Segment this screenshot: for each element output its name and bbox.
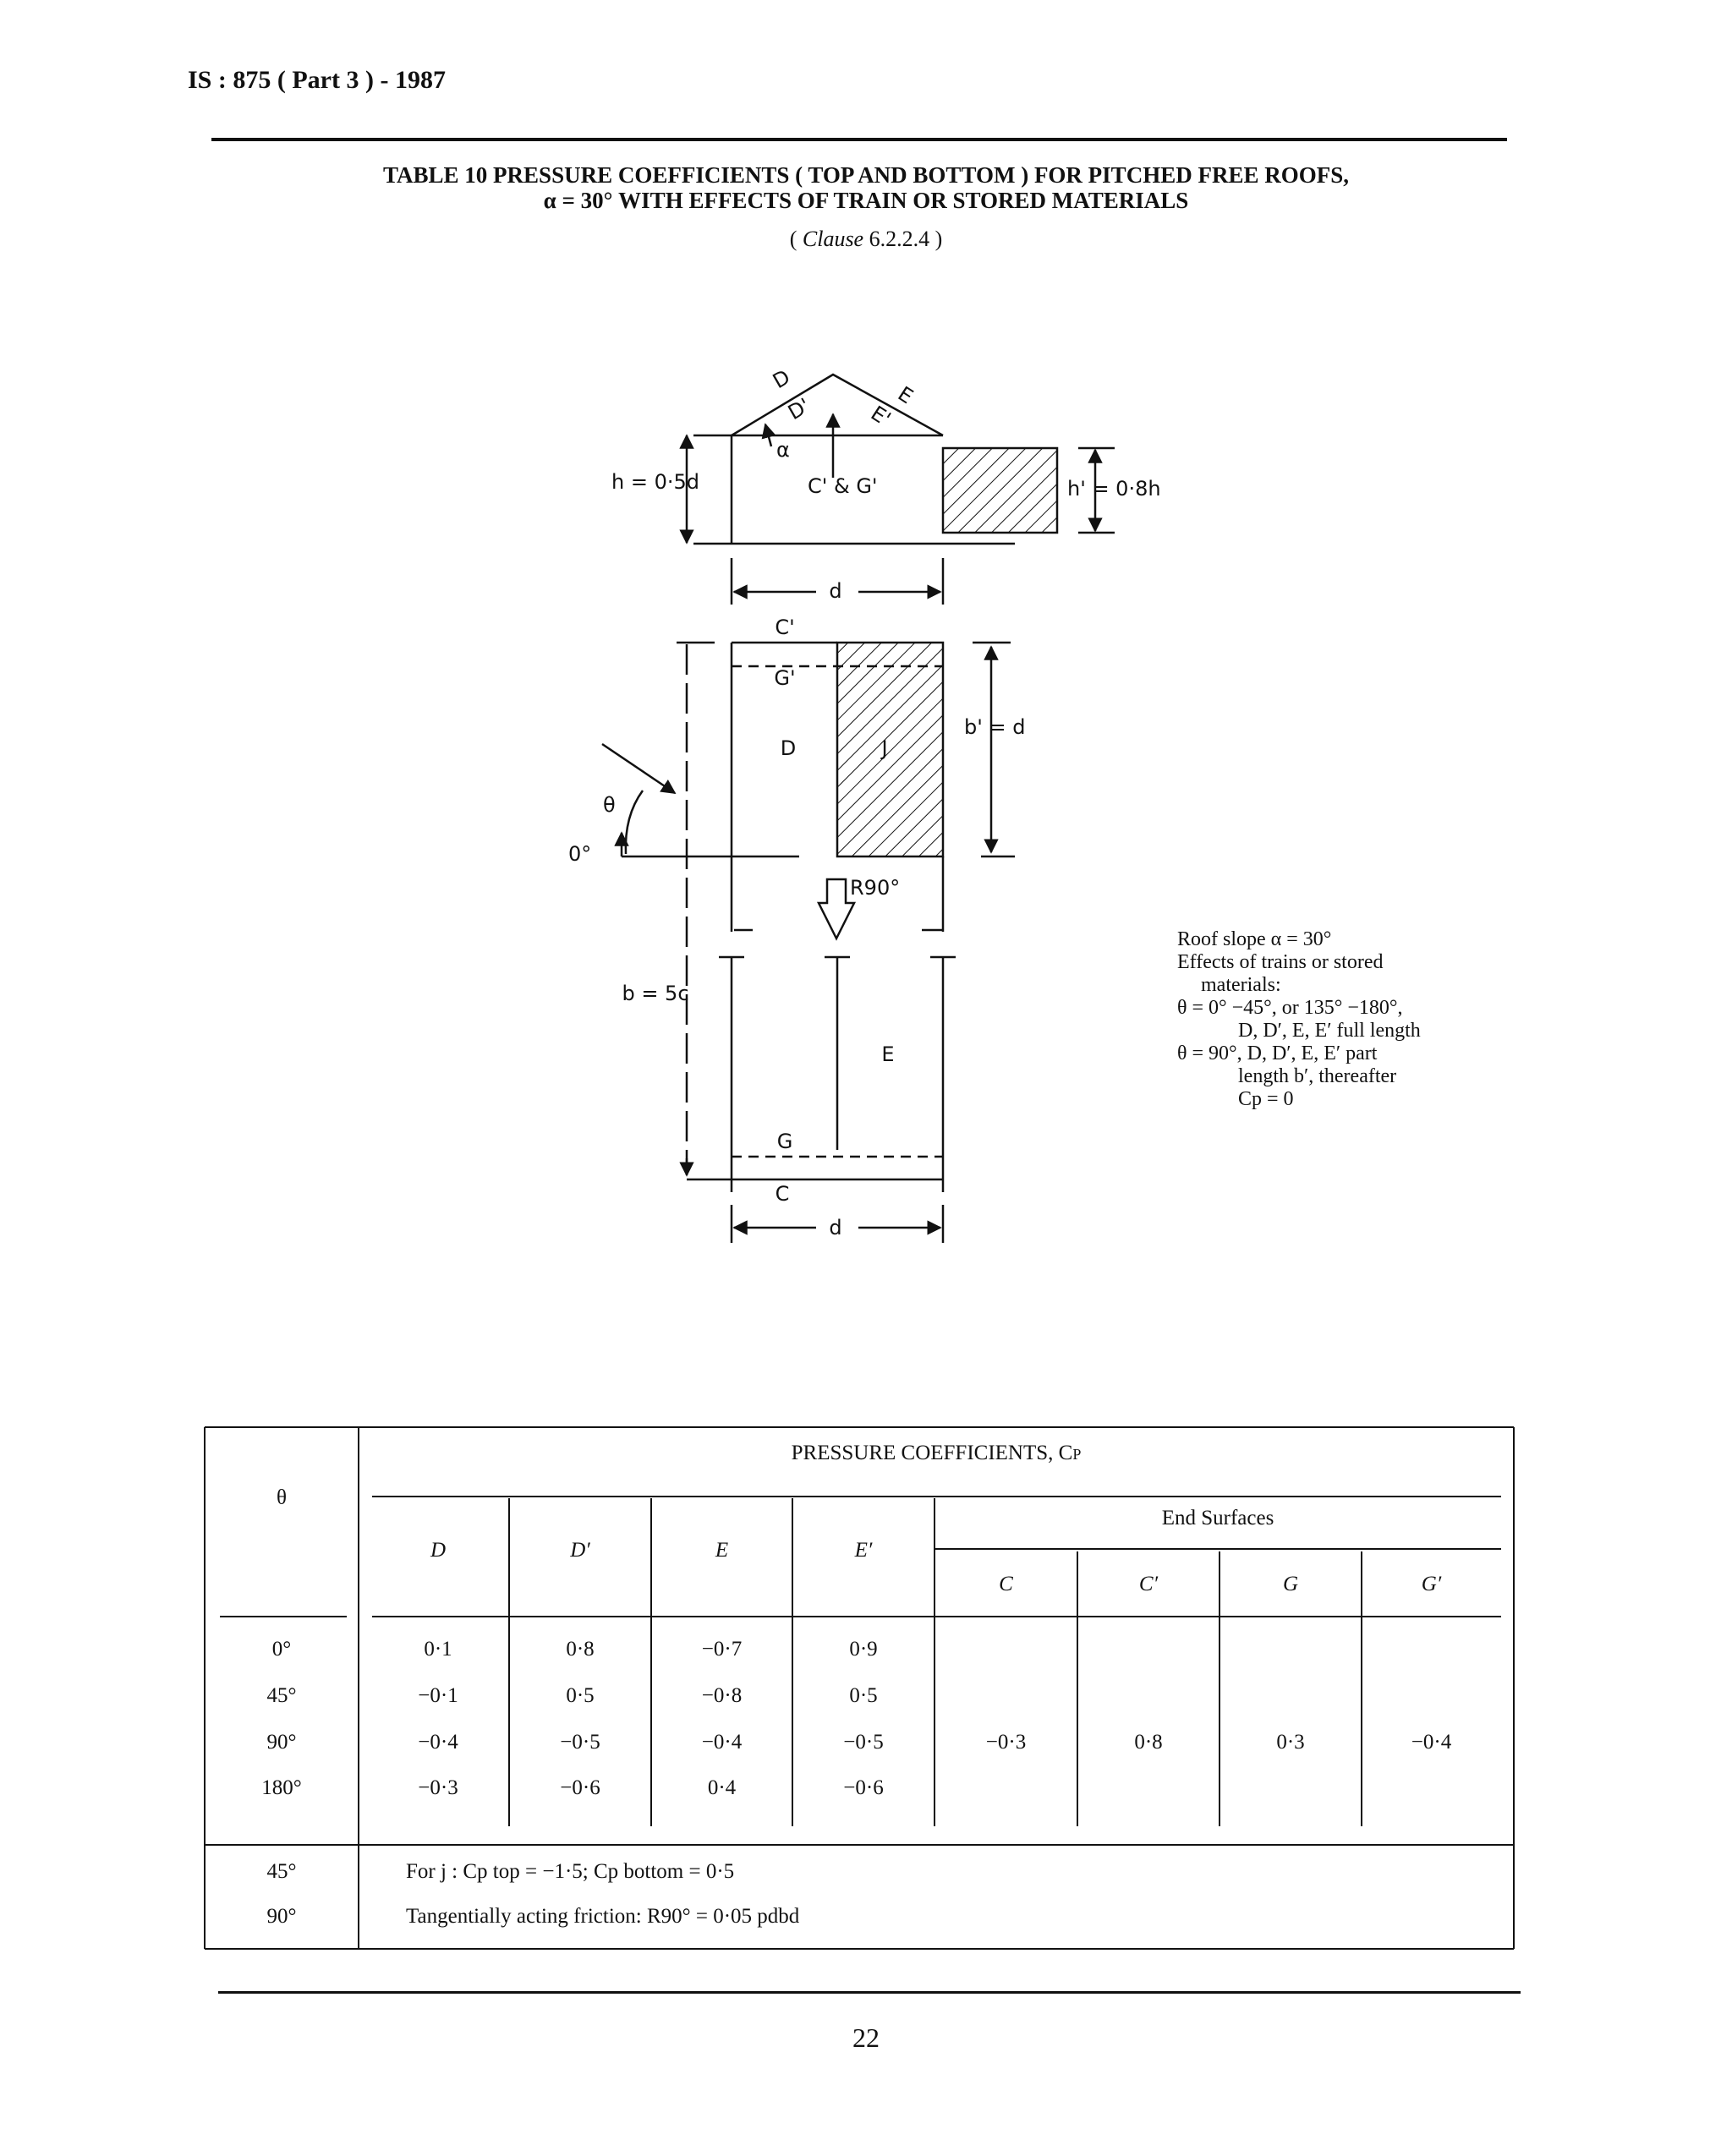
cell-value: 0·5 [849,1684,878,1707]
label-r90: R90° [850,876,900,900]
label-zero: 0° [568,842,591,866]
train-elevation [941,446,1059,534]
header-rule [211,138,1507,141]
label-E: E [894,382,918,409]
note-line: Effects of trains or stored [1177,951,1384,973]
cell-value: −0·7 [701,1638,743,1661]
row-theta: 0° [271,1638,292,1661]
label-d-top: d [829,579,841,603]
cell-value: 0·3 [1276,1731,1305,1754]
label-D: D [769,365,794,393]
label-c-prime: C' [775,616,794,639]
cell-value: −0·4 [701,1731,743,1754]
note-line: Roof slope α = 30° [1177,928,1332,950]
label-h-prime: h' = 0·8h [1067,477,1161,501]
label-b: b = 5c [622,982,688,1005]
train-plan [836,641,945,858]
group-header: PRESSURE COEFFICIENTS, Cp [791,1442,1082,1464]
page-number: 22 [852,2022,880,2053]
col-header-C-prime: C′ [1138,1573,1159,1595]
footer-note: Tangentially acting friction: R90° = 0·0… [406,1905,800,1928]
cell-value: −0·6 [843,1776,884,1799]
table-title-line1: TABLE 10 PRESSURE COEFFICIENTS ( TOP AND… [383,162,1349,188]
figure-notes: Roof slope α = 30° Effects of trains or … [1177,928,1511,1111]
col-header-C: C [999,1573,1013,1595]
cell-value: 0·4 [707,1776,737,1799]
note-line: Cp = 0 [1238,1088,1294,1110]
r90-arrow [816,878,857,941]
pressure-coefficients-table: θ PRESSURE COEFFICIENTS, Cp End Surfaces… [203,1420,1516,1962]
cell-value: 0·8 [1134,1731,1163,1754]
row-theta: 45° [266,1684,297,1707]
label-region-E: E [881,1042,894,1066]
cell-value: 0·1 [424,1638,452,1661]
col-header-D: D [430,1539,447,1562]
cell-value: 0·5 [566,1684,595,1707]
cell-value: 0·9 [849,1638,878,1661]
label-J: J [880,736,887,760]
note-line: θ = 90°, D, D′, E, E′ part [1177,1042,1378,1064]
label-region-D: D [781,736,796,760]
cell-value: 0·8 [566,1638,595,1661]
note-line: length b′, thereafter [1238,1065,1397,1087]
label-h: h = 0·5d [611,470,699,494]
footer-note: For j : Cp top = −1·5; Cp bottom = 0·5 [406,1860,735,1883]
cell-value: −0·3 [418,1776,458,1799]
table-rules [204,1426,1515,1950]
note-line: materials: [1201,974,1281,996]
end-surfaces-header: End Surfaces [1161,1507,1274,1529]
footer-rule [218,1991,1521,1994]
label-D-prime: D' [784,393,814,424]
cell-value: −0·5 [843,1731,884,1754]
footer-theta: 45° [266,1860,297,1883]
roof-diagram: D D' E E' α C' & G' h = 0·5d h' = 0·8h d… [568,365,1161,1243]
clause-number: 6.2.2.4 [869,227,930,251]
label-b-prime: b' = d [964,715,1025,739]
label-theta: θ [603,793,616,817]
cell-value: −0·1 [418,1684,458,1707]
footer-theta: 90° [266,1905,297,1928]
label-G: G [777,1130,793,1153]
col-header-G-prime: G′ [1421,1573,1442,1595]
note-line: D, D′, E, E′ full length [1238,1020,1421,1042]
row-theta: 90° [266,1731,297,1754]
table-title-line2: α = 30° WITH EFFECTS OF TRAIN OR STORED … [543,188,1189,213]
cell-value: −0·6 [560,1776,600,1799]
col-header-D-prime: D′ [570,1539,590,1562]
cell-value: −0·4 [418,1731,458,1754]
col-header-E-prime: E′ [854,1539,873,1562]
row-theta: 180° [261,1776,302,1799]
label-g-prime: G' [774,666,795,690]
cell-value: −0·5 [560,1731,600,1754]
label-c-and-g: C' & G' [808,474,878,498]
standard-reference: IS : 875 ( Part 3 ) - 1987 [188,66,446,94]
label-d-bottom: d [829,1216,841,1239]
theta-header: θ [277,1486,287,1509]
note-line: θ = 0° −45°, or 135° −180°, [1177,997,1403,1019]
roof-outline [731,373,944,437]
cell-value: −0·8 [701,1684,743,1707]
wind-direction-arrow [601,742,677,795]
clause-reference: ( Clause 6.2.2.4 ) [789,227,943,251]
cell-value: −0·3 [985,1731,1027,1754]
col-header-E: E [715,1539,729,1562]
cell-value: −0·4 [1411,1731,1452,1754]
col-header-G: G [1282,1573,1299,1595]
label-alpha: α [776,438,790,462]
label-C: C [776,1182,790,1206]
clause-word: Clause [802,227,864,251]
